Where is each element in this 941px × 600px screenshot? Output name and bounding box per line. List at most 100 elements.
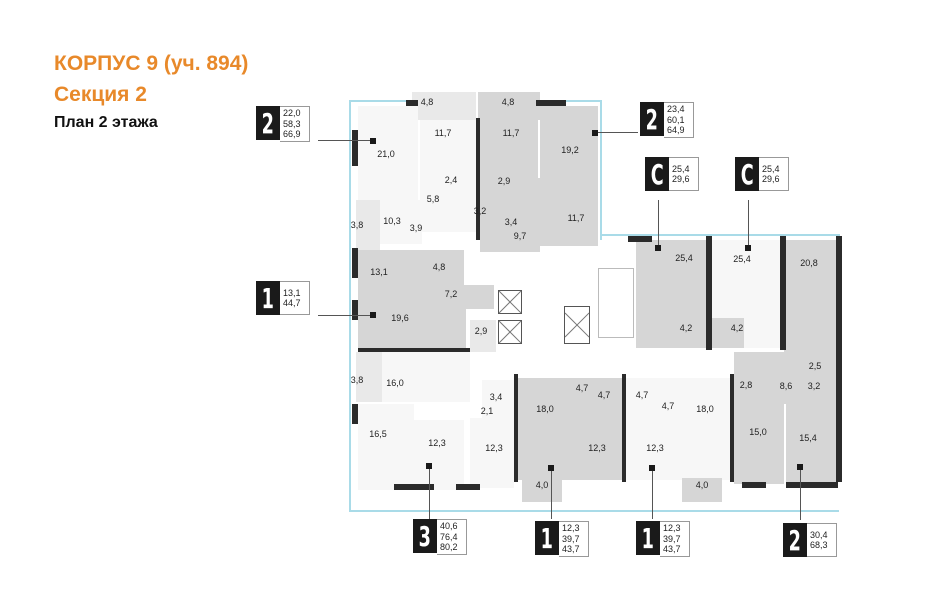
total-area: 60,1 xyxy=(667,114,685,125)
room-area-label: 15,4 xyxy=(799,433,817,443)
room-bedroom xyxy=(380,200,422,244)
wall xyxy=(476,118,480,240)
room-kitchen-living xyxy=(358,304,466,348)
total-area: 29,6 xyxy=(762,174,780,184)
room-kitchen-living xyxy=(358,106,418,202)
apartment-badge-bottom-right[interactable]: 2 30,4 68,3 xyxy=(783,523,837,557)
room-area-label: 12,3 xyxy=(485,443,503,453)
room-area-label: 19,6 xyxy=(391,313,409,323)
leader-line xyxy=(318,140,370,141)
room-area-label: 4,7 xyxy=(661,401,675,411)
room-area-label: 11,7 xyxy=(567,213,585,223)
window-glass xyxy=(349,510,839,512)
apartment-badge-left-mid[interactable]: 1 13,1 44,7 xyxy=(256,281,310,315)
leader-line xyxy=(551,471,552,519)
room-area-label: 3,4 xyxy=(489,392,503,402)
room-area-label: 3,8 xyxy=(350,220,364,230)
room-area-label: 2,4 xyxy=(444,175,458,185)
room-area-label: 25,4 xyxy=(733,254,751,264)
wall xyxy=(352,404,358,424)
living-area: 22,0 xyxy=(283,108,301,118)
total-area-with-balcony: 80,2 xyxy=(440,542,458,552)
room-kitchen-living xyxy=(540,106,598,196)
room-bedroom xyxy=(414,420,464,490)
rooms-count: 2 xyxy=(256,106,280,140)
area-list: 25,4 29,6 xyxy=(759,157,789,191)
area-list: 23,4 60,1 64,9 xyxy=(664,102,694,138)
apartment-marker xyxy=(655,245,661,251)
leader-line xyxy=(318,315,370,316)
floor-plan-title: План 2 этажа xyxy=(54,114,158,131)
apartment-marker xyxy=(370,138,376,144)
wall xyxy=(622,374,626,482)
room-balcony xyxy=(356,200,380,250)
leader-line xyxy=(598,132,638,133)
room-area-label: 19,2 xyxy=(561,145,579,155)
apartment-badge-studio-2[interactable]: С 25,4 29,6 xyxy=(735,157,789,191)
apartment-badge-top-right[interactable]: 2 23,4 60,1 64,9 xyxy=(640,102,694,138)
room-area-label: 4,0 xyxy=(695,480,709,490)
window-glass xyxy=(349,100,409,102)
window-glass xyxy=(600,234,840,236)
room-area-label: 4,8 xyxy=(420,97,434,107)
room-area-label: 21,0 xyxy=(377,149,395,159)
room-bedroom xyxy=(734,404,784,484)
room-kitchen-living xyxy=(784,240,838,352)
wall xyxy=(706,236,712,350)
room-area-label: 16,0 xyxy=(386,378,404,388)
room-area-label: 18,0 xyxy=(536,404,554,414)
wall xyxy=(406,100,418,106)
room-area-label: 2,8 xyxy=(739,380,753,390)
apartment-badge-bottom-mid-2[interactable]: 1 12,3 39,7 43,7 xyxy=(636,521,690,557)
area-list: 30,4 68,3 xyxy=(807,523,837,557)
room-area-label: 20,8 xyxy=(800,258,818,268)
elevator-icon xyxy=(498,290,522,314)
apartment-marker xyxy=(797,464,803,470)
total-area: 39,7 xyxy=(562,533,580,544)
apartment-marker xyxy=(649,465,655,471)
living-area: 25,4 xyxy=(762,163,780,174)
room-area-label: 3,8 xyxy=(350,375,364,385)
room-area-label: 13,1 xyxy=(370,267,388,277)
room-area-label: 4,2 xyxy=(730,323,744,333)
total-area-with-balcony: 66,9 xyxy=(283,129,301,139)
room-area-label: 4,0 xyxy=(535,480,549,490)
room-area-label: 2,9 xyxy=(497,176,511,186)
leader-line xyxy=(748,200,749,245)
rooms-count: 1 xyxy=(256,281,280,315)
window-glass xyxy=(600,100,602,240)
leader-line xyxy=(800,470,801,520)
living-area: 30,4 xyxy=(810,529,828,540)
rooms-count: 1 xyxy=(535,521,559,555)
apartment-marker xyxy=(548,465,554,471)
room-balcony xyxy=(412,92,476,120)
room-area-label: 11,7 xyxy=(502,128,520,138)
apartment-badge-bottom-mid-1[interactable]: 1 12,3 39,7 43,7 xyxy=(535,521,589,557)
room-area-label: 2,1 xyxy=(480,406,494,416)
room-area-label: 25,4 xyxy=(675,253,693,263)
leader-line xyxy=(429,469,430,519)
room-balcony xyxy=(478,92,540,120)
apartment-badge-bottom-left[interactable]: 3 40,6 76,4 80,2 xyxy=(413,519,467,555)
window-glass xyxy=(349,100,351,512)
room-area-label: 18,0 xyxy=(696,404,714,414)
living-area: 13,1 xyxy=(283,287,301,298)
apartment-badge-studio-1[interactable]: С 25,4 29,6 xyxy=(645,157,699,191)
leader-line xyxy=(658,200,659,245)
room-area-label: 9,7 xyxy=(513,231,527,241)
room-area-label: 3,4 xyxy=(504,217,518,227)
room-area-label: 4,7 xyxy=(635,390,649,400)
room-area-label: 12,3 xyxy=(428,438,446,448)
room-area-label: 5,8 xyxy=(426,194,440,204)
rooms-count: С xyxy=(645,157,669,191)
room-area-label: 10,3 xyxy=(383,216,401,226)
apartment-badge-top-left[interactable]: 2 22,0 58,3 66,9 xyxy=(256,106,310,142)
wall xyxy=(514,374,518,482)
wall xyxy=(352,130,358,166)
living-area: 12,3 xyxy=(562,523,580,533)
area-list: 12,3 39,7 43,7 xyxy=(660,521,690,557)
elevator-icon xyxy=(498,320,522,344)
room-bedroom xyxy=(570,378,624,480)
area-list: 12,3 39,7 43,7 xyxy=(559,521,589,557)
